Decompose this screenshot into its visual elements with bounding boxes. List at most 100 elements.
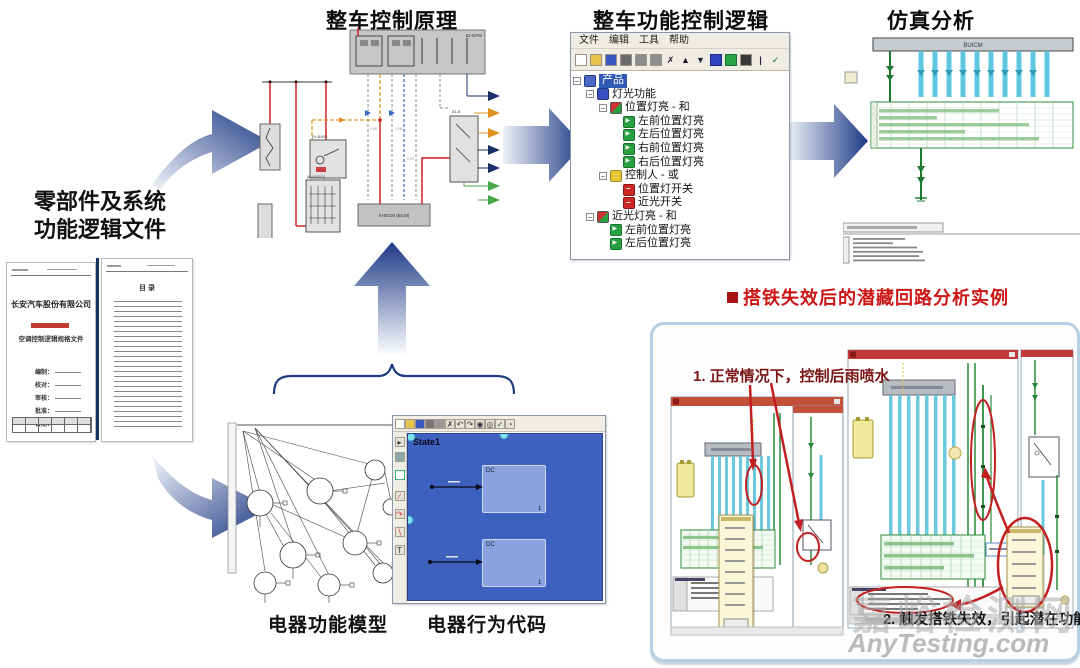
tree-item[interactable]: − 产品 [573, 74, 789, 88]
tree-expander-icon[interactable]: − [586, 212, 594, 222]
curve-tool-icon[interactable]: ↷ [394, 509, 405, 519]
text-tool-icon[interactable]: T [394, 545, 405, 555]
menu-item[interactable]: 工具 [639, 35, 659, 46]
toolbar-icon[interactable] [619, 53, 632, 66]
state-block-1[interactable] [482, 465, 546, 513]
svg-text:1: 1 [538, 580, 542, 586]
tree-item[interactable]: 左后位置灯亮 [573, 128, 789, 142]
tree-item[interactable]: 左后位置灯亮 [573, 237, 789, 251]
tree-item[interactable]: 右后位置灯亮 [573, 155, 789, 170]
state-block-2[interactable] [482, 539, 546, 587]
save-icon[interactable] [415, 418, 425, 429]
toolbar-icon[interactable] [589, 53, 602, 66]
copy-icon[interactable] [435, 418, 445, 429]
example-heading: 搭铁失效后的潜藏回路分析实例 [727, 284, 1009, 310]
tree-item[interactable]: − 近光灯亮 - 和 [573, 210, 789, 224]
toolbar-icon[interactable]: | [759, 54, 762, 65]
open-icon[interactable] [405, 418, 415, 429]
tree-expander-icon[interactable]: − [599, 171, 607, 181]
toolbar-icon[interactable]: ✗ [666, 54, 675, 65]
tree-expander-icon[interactable] [612, 131, 620, 139]
doc-field: 编制： [35, 367, 82, 376]
tree-item-label: 左后位置灯亮 [638, 128, 704, 141]
svg-text:0.5B: 0.5B [395, 127, 403, 131]
doc-company-name: 长安汽车股份有限公司 [11, 300, 91, 309]
tree-item[interactable]: − 位置灯亮 - 和 [573, 101, 789, 115]
tree-node-icon [623, 115, 635, 128]
state-label: State1 [413, 437, 441, 447]
tree-expander-icon[interactable] [612, 199, 620, 207]
block-tool-icon[interactable] [394, 452, 405, 462]
tree-item[interactable]: − 灯光功能 [573, 88, 789, 102]
check-icon[interactable]: ✓ [495, 418, 505, 429]
tree-expander-icon[interactable] [612, 158, 620, 166]
tree-item-label: 位置灯开关 [638, 182, 693, 195]
toolbar-icon[interactable] [634, 53, 647, 66]
tree-item[interactable]: − 控制人 - 或 [573, 169, 789, 183]
tree-item[interactable]: 位置灯开关 [573, 182, 789, 197]
toolbar-icon[interactable]: ✓ [771, 54, 780, 65]
fuse-bus-bar: 81-EPM [349, 28, 486, 75]
toc-title: 目 录 [139, 285, 155, 292]
bullet-square-icon [727, 291, 738, 303]
toolbar-icon[interactable]: ▲ [681, 54, 690, 65]
cut-icon[interactable] [425, 418, 435, 429]
code-tool-strip: ▸ ∕ ↷ ∖ T [393, 432, 407, 603]
redo-icon[interactable]: ↷ [465, 418, 475, 429]
zoom-in-icon[interactable]: ◉ [475, 418, 485, 429]
toolbar-icon[interactable] [724, 53, 737, 66]
wire-tool-icon[interactable]: ∕ [394, 491, 405, 501]
search-icon[interactable]: ◔ [505, 418, 515, 429]
tree-node-icon [623, 182, 635, 196]
circuit-diagram: 81-EPM (H-BAS) (D-EKRG) [257, 28, 500, 238]
tree-expander-icon[interactable] [599, 240, 607, 248]
tree-item[interactable]: 近光开关 [573, 196, 789, 210]
tree-expander-icon[interactable] [599, 226, 607, 234]
zoom-out-icon[interactable]: ◎ [485, 418, 495, 429]
brace-model-code [272, 363, 516, 395]
tree-expander-icon[interactable]: − [599, 103, 607, 113]
toolbar-icon[interactable] [604, 53, 617, 66]
state-links: DC1 DC1 [408, 434, 542, 586]
note-failure-case: 2. 触发搭铁失效，引起潜在功能异常 [883, 612, 1080, 628]
svg-text:(D-EKRG): (D-EKRG) [307, 174, 326, 179]
toolbar-icon[interactable] [739, 53, 752, 66]
menu-item[interactable]: 文件 [579, 35, 599, 46]
region-tool-icon[interactable] [394, 470, 405, 480]
tree-expander-icon[interactable] [612, 186, 620, 194]
tree-expander-icon[interactable]: − [573, 76, 581, 86]
tree-item-label: 右后位置灯亮 [638, 155, 704, 168]
graph-node-ports [259, 488, 382, 603]
toolbar-icon[interactable] [574, 53, 587, 66]
tree-expander-icon[interactable] [612, 118, 620, 126]
toolbar-icon[interactable]: ▼ [696, 54, 705, 65]
tree-item-label: 左前位置灯亮 [625, 223, 691, 236]
left-feed-lines [262, 80, 332, 227]
tree-node-icon [584, 74, 596, 87]
menu-item[interactable]: 编辑 [609, 35, 629, 46]
new-icon[interactable] [395, 418, 405, 429]
delete-icon[interactable]: ✗ [445, 418, 455, 429]
doc-red-stamp [31, 323, 69, 328]
menu-item[interactable]: 帮助 [669, 35, 689, 46]
menu-bar: 文件编辑工具帮助 [571, 33, 789, 49]
tree-expander-icon[interactable]: − [586, 90, 594, 100]
note-normal-case: 1. 正常情况下，控制后雨喷水 [693, 368, 890, 385]
tree-item-label: 左前位置灯亮 [638, 114, 704, 127]
toolbar-icon[interactable] [649, 53, 662, 66]
line-tool-icon[interactable]: ∖ [394, 527, 405, 537]
document-toc-page: 目 录 [101, 258, 193, 442]
tree-item[interactable]: 右前位置灯亮 [573, 142, 789, 156]
tree-item[interactable]: 左前位置灯亮 [573, 223, 789, 238]
left-label-line1: 零部件及系统 [34, 189, 167, 214]
toolbar-icon[interactable] [709, 53, 722, 66]
tree-expander-icon[interactable] [612, 145, 620, 153]
tree-item[interactable]: 左前位置灯亮 [573, 115, 789, 129]
sim-signal-table [870, 101, 1074, 149]
undo-icon[interactable]: ↶ [455, 418, 465, 429]
svg-text:BUICM: BUICM [963, 43, 982, 49]
left-label: 零部件及系统 功能逻辑文件 [34, 188, 166, 244]
left-label-line2: 功能逻辑文件 [34, 217, 167, 242]
pointer-tool-icon[interactable]: ▸ [394, 437, 405, 447]
tree-item-label: 控制人 - 或 [625, 169, 679, 182]
